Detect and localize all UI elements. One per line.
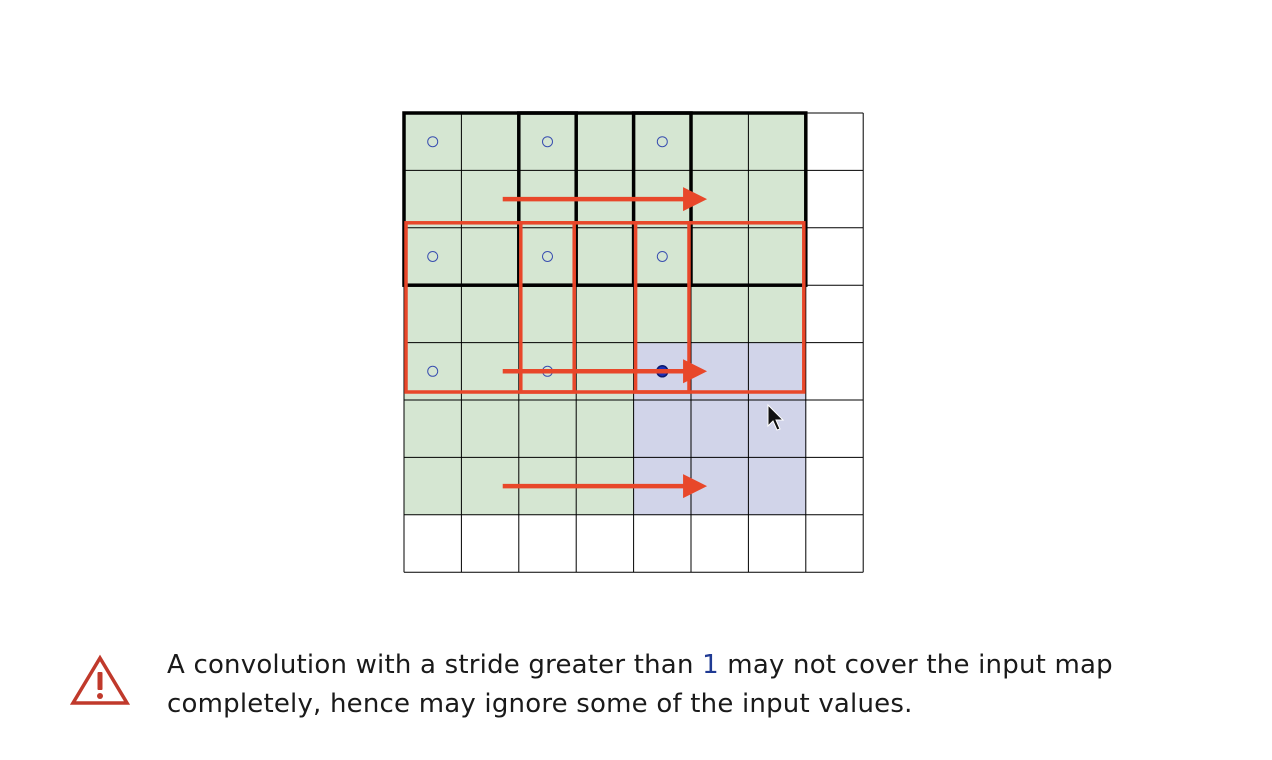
output-marker [427, 251, 439, 262]
output-marker [542, 251, 553, 262]
output-marker [656, 251, 668, 262]
output-marker [427, 365, 439, 377]
mouse-cursor-icon [767, 403, 785, 431]
note-text-before: A convolution with a stride greater than [167, 650, 703, 680]
note-text-after: may not cover the input map completely, … [167, 650, 1113, 719]
stride-coverage-note: A convolution with a stride greater than… [167, 646, 1227, 724]
covered-area [404, 113, 806, 515]
convolution-stride-diagram [402, 111, 864, 573]
output-marker [656, 136, 668, 148]
output-marker [427, 136, 439, 148]
current-row-window-outline [404, 221, 576, 394]
stride-arrow-head [683, 187, 708, 212]
current-row-window-outline [633, 221, 806, 394]
stride-value: 1 [702, 650, 719, 680]
stride-arrows [502, 187, 708, 499]
output-marker [542, 136, 553, 148]
warning-triangle-icon [70, 654, 130, 705]
current-row-window-outline [519, 221, 691, 394]
stride-arrow-head [683, 359, 708, 384]
stride-arrow-head [683, 474, 708, 499]
